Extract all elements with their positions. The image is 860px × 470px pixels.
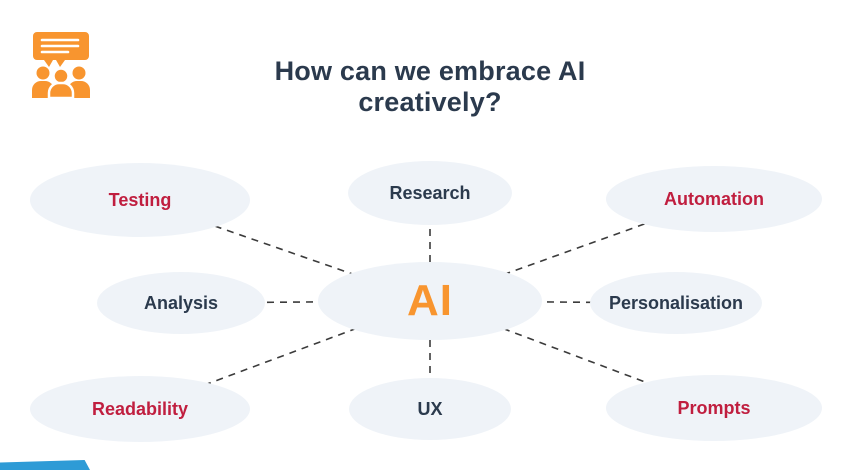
audience-discussion-icon <box>32 32 90 98</box>
node-label: Research <box>389 182 471 203</box>
node-prompts: Prompts <box>606 375 822 441</box>
center-node-label: AI <box>407 276 453 325</box>
node-readability: Readability <box>30 376 250 442</box>
node-label: Prompts <box>677 397 751 418</box>
page-title-line2: creatively? <box>358 87 502 117</box>
center-node-ai: AI <box>318 262 542 340</box>
page-title-line1: How can we embrace AI <box>274 56 586 86</box>
node-label: UX <box>417 398 443 419</box>
node-personalisation: Personalisation <box>590 272 762 334</box>
node-label: Automation <box>664 188 764 209</box>
node-label: Analysis <box>143 292 219 313</box>
node-label: Testing <box>108 189 172 210</box>
node-ux: UX <box>349 378 511 440</box>
node-label: Personalisation <box>608 292 744 313</box>
page-title: How can we embrace AI creatively? <box>0 56 860 118</box>
node-testing: Testing <box>30 163 250 237</box>
decorative-ribbon <box>0 460 90 470</box>
node-automation: Automation <box>606 166 822 232</box>
node-label: Readability <box>91 398 189 419</box>
node-research: Research <box>348 161 512 225</box>
node-analysis: Analysis <box>97 272 265 334</box>
